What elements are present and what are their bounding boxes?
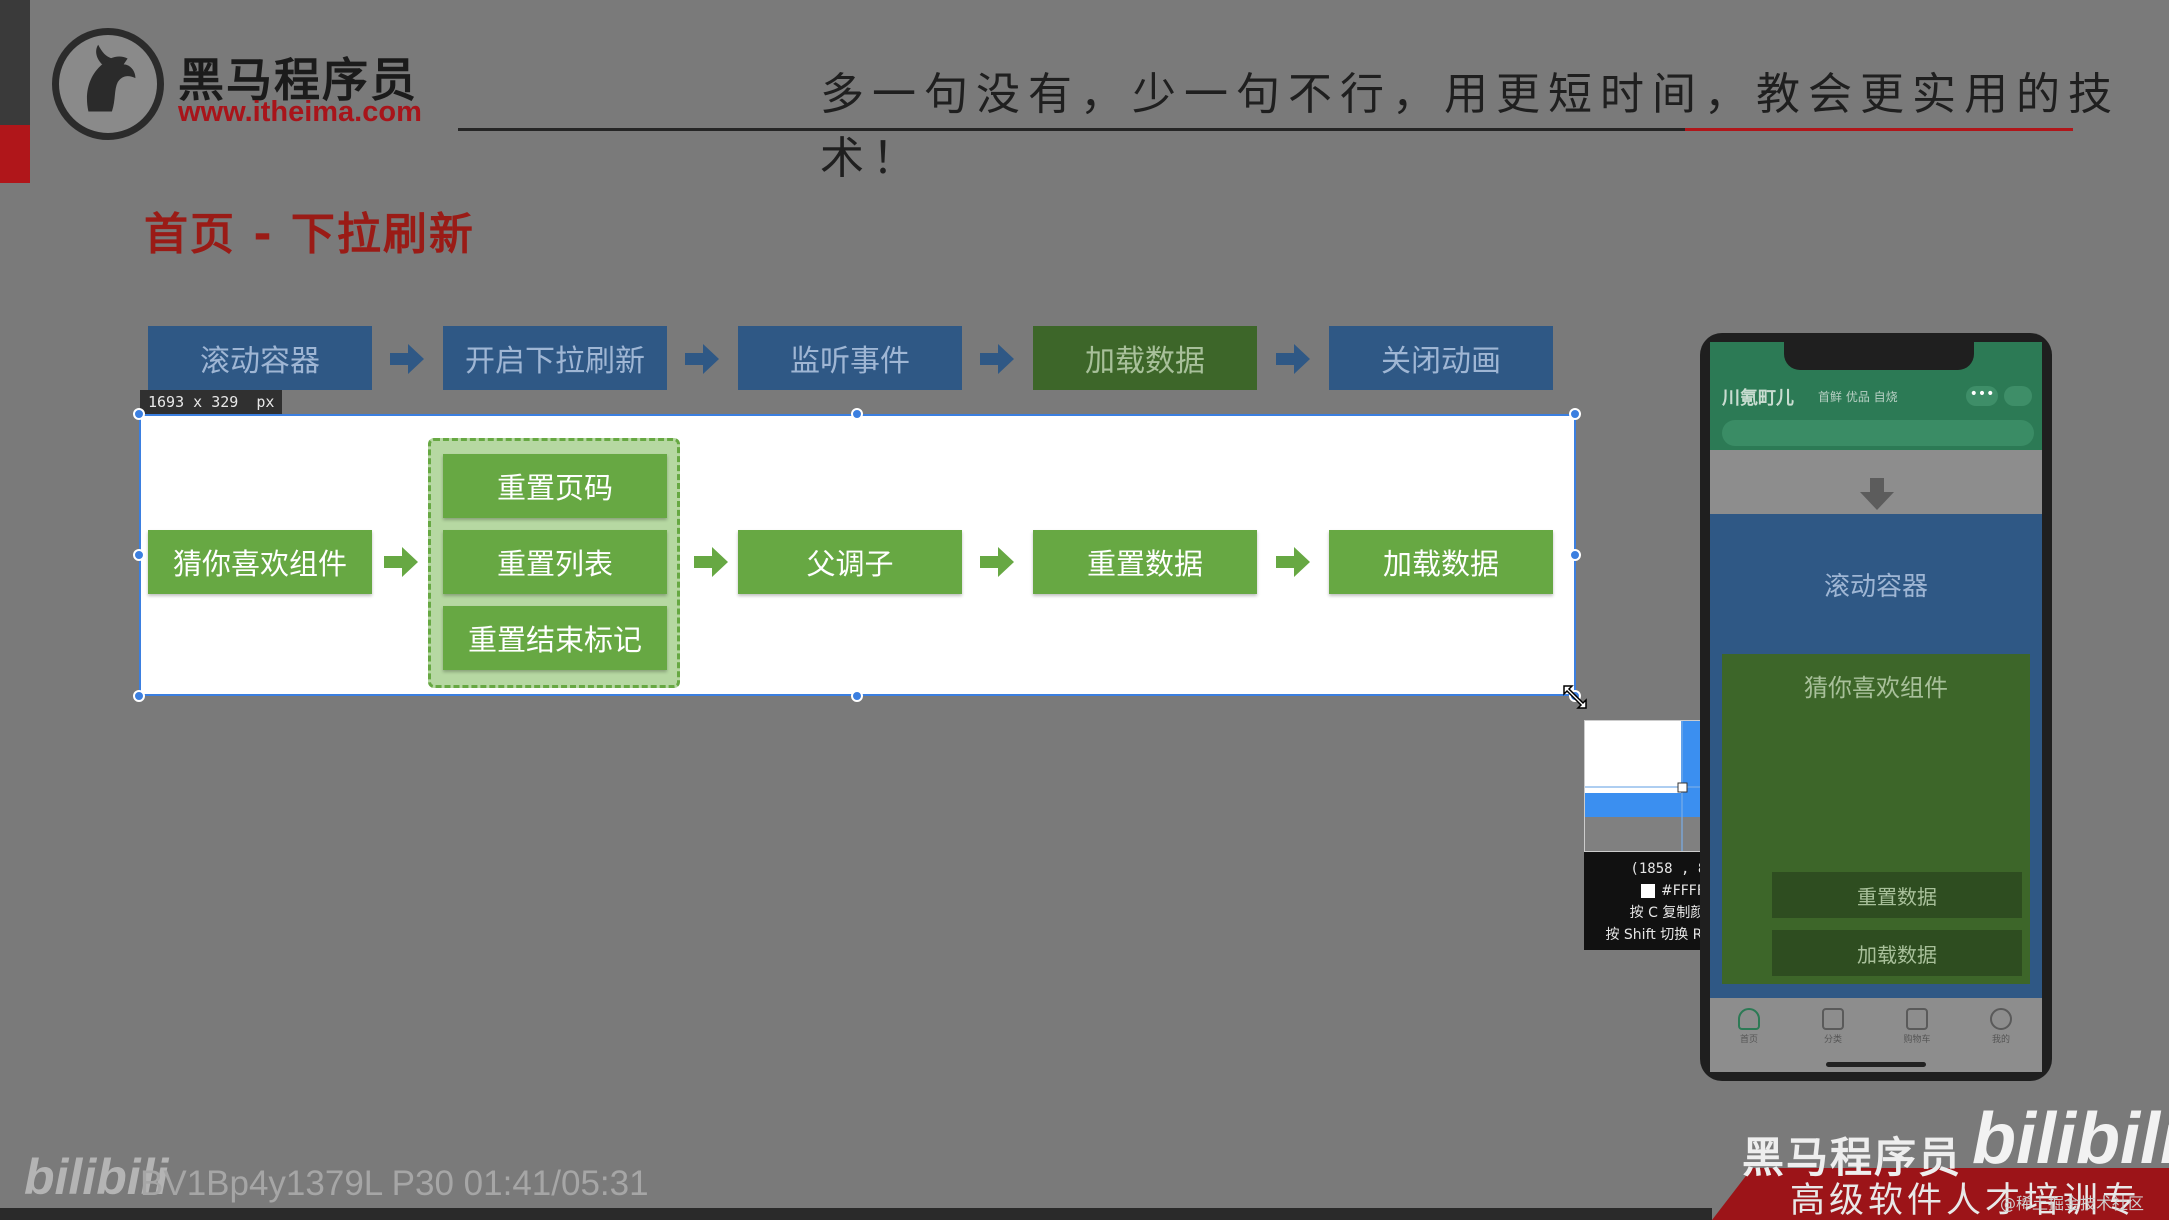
brand-tagline: 高级软件人才培训专家 bbox=[1790, 1181, 2142, 1220]
flow-step-guess-component: 猜你喜欢组件 bbox=[148, 530, 372, 594]
arrow-right-icon bbox=[1276, 547, 1310, 577]
phone-reset-data: 重置数据 bbox=[1772, 872, 2022, 918]
arrow-right-icon bbox=[980, 547, 1014, 577]
slogan: 多一句没有，少一句不行，用更短时间，教会更实用的技术！ bbox=[820, 69, 2120, 184]
flow-step-listen-event: 监听事件 bbox=[738, 326, 962, 390]
brand-bottom: 黑马程序员 bbox=[1742, 1133, 1963, 1182]
brand-url: www.itheima.com bbox=[178, 96, 422, 128]
flow-step-reset-end-flag: 重置结束标记 bbox=[443, 606, 667, 670]
arrow-right-icon bbox=[980, 344, 1014, 374]
tab-user-label: 我的 bbox=[1991, 1035, 2010, 1045]
flow-step-reset-list: 重置列表 bbox=[443, 530, 667, 594]
phone-app-brand: 川氪町儿 bbox=[1722, 388, 1794, 409]
horse-logo-icon bbox=[52, 28, 164, 140]
header-divider-accent bbox=[1685, 128, 2073, 131]
bilibili-logo-left: bilibili bbox=[24, 1149, 169, 1205]
flow-step-reset-page: 重置页码 bbox=[443, 454, 667, 518]
arrow-right-icon bbox=[390, 344, 424, 374]
brand-name: 黑马程序员 bbox=[178, 53, 418, 107]
flow-step-scroll-container: 滚动容器 bbox=[148, 326, 372, 390]
phone-header-tabs: 首鲜 优品 自烧 bbox=[1818, 390, 1898, 404]
resize-handle-top[interactable] bbox=[851, 408, 863, 420]
flow-step-load-data: 加载数据 bbox=[1033, 326, 1257, 390]
cart-icon bbox=[1906, 1008, 1928, 1030]
user-icon bbox=[1990, 1008, 2012, 1030]
resize-handle-bottom[interactable] bbox=[851, 690, 863, 702]
phone-notch bbox=[1784, 338, 1974, 370]
arrow-right-icon bbox=[685, 344, 719, 374]
tab-category-label: 分类 bbox=[1823, 1035, 1842, 1045]
arrow-right-icon bbox=[694, 547, 728, 577]
arrow-right-icon bbox=[1276, 344, 1310, 374]
resize-handle-bottom-left[interactable] bbox=[133, 690, 145, 702]
color-swatch-icon bbox=[1640, 884, 1655, 898]
tab-home-label: 首页 bbox=[1739, 1035, 1758, 1045]
resize-handle-left[interactable] bbox=[133, 549, 145, 561]
phone-tab-bar bbox=[1710, 998, 2042, 1072]
category-icon bbox=[1822, 1008, 1844, 1030]
header-divider bbox=[458, 128, 2073, 131]
bilibili-logo-right: bilibili bbox=[1972, 1099, 2169, 1179]
left-accent-strip bbox=[0, 0, 30, 125]
flow-step-close-animation: 关闭动画 bbox=[1329, 326, 1553, 390]
bottom-bar bbox=[0, 1208, 1712, 1220]
credit-watermark: @稀土掘金技术社区 bbox=[2000, 1194, 2145, 1213]
resize-handle-right[interactable] bbox=[1569, 549, 1581, 561]
phone-search-bar bbox=[1722, 420, 2034, 446]
more-options-icon: ••• bbox=[1966, 386, 1998, 406]
resize-cursor-icon bbox=[1562, 684, 1588, 710]
resize-handle-top-left[interactable] bbox=[133, 408, 145, 420]
flow-step-reset-data: 重置数据 bbox=[1033, 530, 1257, 594]
capsule-close-icon bbox=[2004, 386, 2032, 406]
video-id-timestamp: BV1Bp4y1379L P30 01:41/05:31 bbox=[140, 1164, 649, 1203]
arrow-right-icon bbox=[384, 547, 418, 577]
flow-step-enable-refresh: 开启下拉刷新 bbox=[443, 326, 667, 390]
phone-home-indicator bbox=[1826, 1062, 1926, 1067]
phone-scroll-label: 滚动容器 bbox=[1823, 572, 1928, 602]
home-icon bbox=[1738, 1008, 1760, 1030]
flow-step-parent-calls-child: 父调子 bbox=[738, 530, 962, 594]
flow-step-load-data-detail: 加载数据 bbox=[1329, 530, 1553, 594]
arrow-down-icon bbox=[1860, 478, 1894, 510]
bottom-red-banner bbox=[1712, 1168, 2169, 1220]
slide-title: 首页 - 下拉刷新 bbox=[144, 209, 475, 260]
resize-handle-top-right[interactable] bbox=[1569, 408, 1581, 420]
tab-cart-label: 购物车 bbox=[1903, 1035, 1931, 1045]
phone-guess-label: 猜你喜欢组件 bbox=[1804, 674, 1948, 702]
phone-guess-component bbox=[1722, 654, 2030, 984]
phone-load-data: 加载数据 bbox=[1772, 930, 2022, 976]
left-red-accent bbox=[0, 125, 30, 183]
selection-size-label: 1693 x 329 px bbox=[140, 390, 283, 414]
